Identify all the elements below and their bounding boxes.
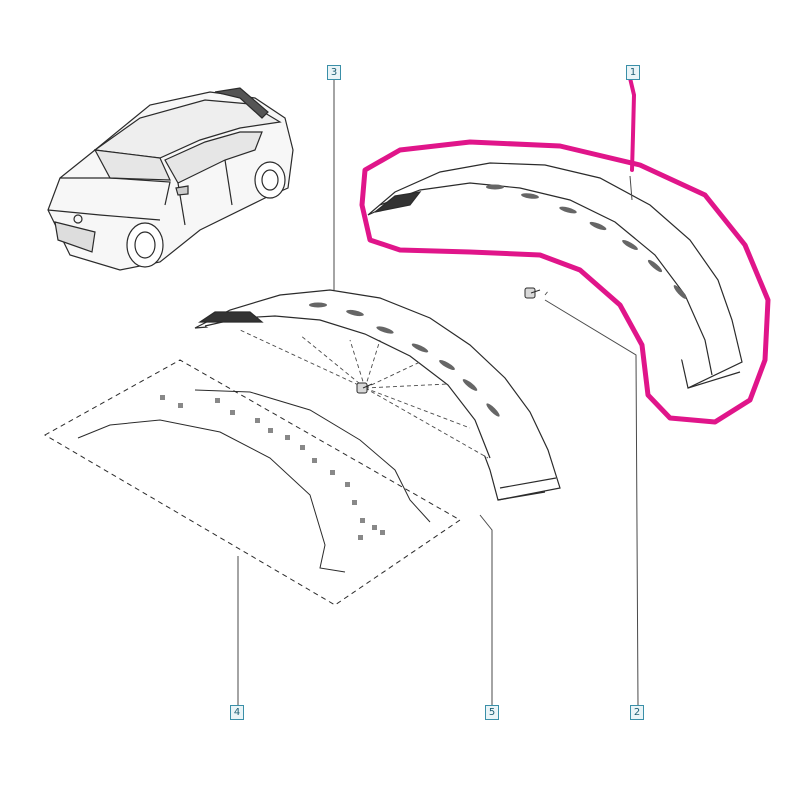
car-overview-icon xyxy=(47,87,294,271)
callout-part-2[interactable]: 2 xyxy=(630,705,644,720)
callout-part-3[interactable]: 3 xyxy=(327,65,341,80)
highlight-lead xyxy=(628,76,637,172)
callout-part-4[interactable]: 4 xyxy=(230,705,244,720)
spoiler-part-2 xyxy=(367,162,743,389)
adhesive-sheet-part-4 xyxy=(43,359,461,606)
callout-leaders xyxy=(237,78,639,707)
highlight-outline xyxy=(359,139,771,425)
spoiler-part-3 xyxy=(194,289,561,501)
callout-part-5[interactable]: 5 xyxy=(485,705,499,720)
screw-icon xyxy=(356,287,541,394)
callout-part-1[interactable]: 1 xyxy=(626,65,640,80)
